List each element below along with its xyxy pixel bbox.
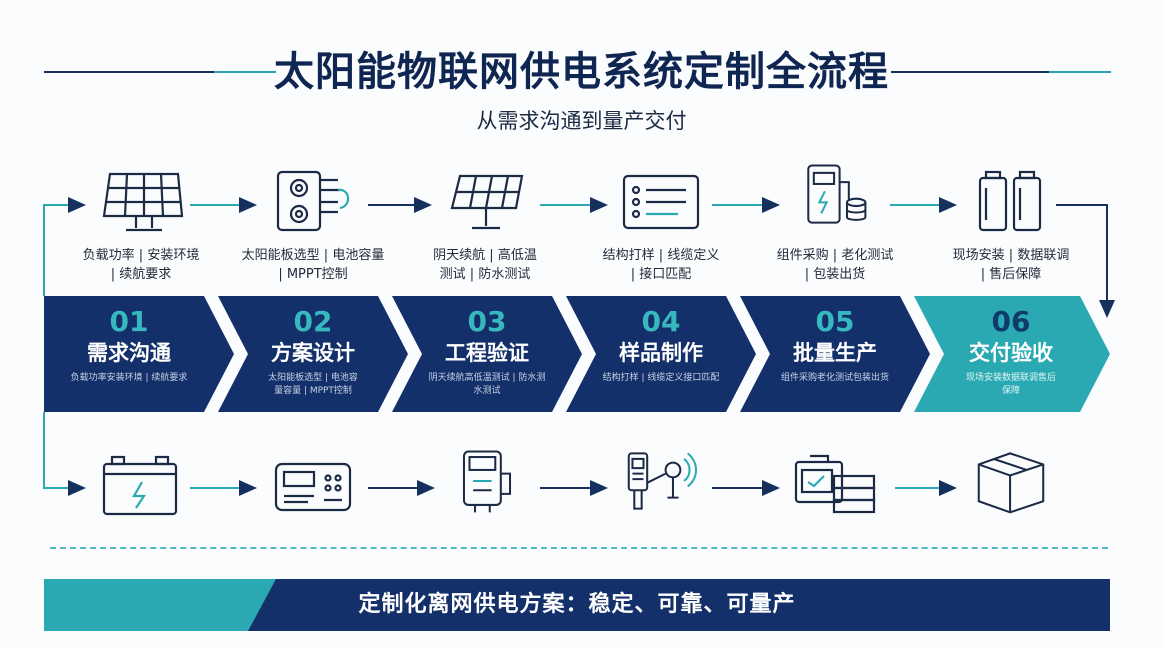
- stage-name: 需求沟通: [87, 341, 171, 365]
- power-meter-icon: [442, 446, 532, 516]
- stage-number: 02: [293, 305, 333, 338]
- solar-array-icon: [442, 168, 532, 238]
- stage-number: 06: [991, 305, 1031, 338]
- stage-name: 方案设计: [271, 341, 355, 365]
- stage-band: 01 需求沟通 负载功率安装环境 | 续航要求 02 方案设计 太阳能板选型 |…: [44, 296, 1114, 412]
- title-row: 太阳能物联网供电系统定制全流程: [0, 44, 1163, 100]
- desc-step-06: 现场安装 | 数据联调 | 售后保障: [952, 248, 1070, 282]
- production-boxes-icon: [790, 452, 880, 522]
- stage-detail: 结构打样 | 线缆定义接口匹配: [602, 373, 720, 383]
- temperature-tester-icon: [616, 446, 706, 516]
- charge-controller-icon: [268, 452, 358, 522]
- solar-panel-icon: [96, 168, 186, 238]
- page-title: 太阳能物联网供电系统定制全流程: [274, 49, 889, 95]
- page-subtitle: 从需求沟通到量产交付: [476, 109, 687, 133]
- stage-name: 工程验证: [445, 341, 529, 365]
- stage-03: 03 工程验证 阴天续航高低温测试 | 防水测 水测试: [392, 296, 582, 412]
- stage-02: 02 方案设计 太阳能板选型 | 电池容 量容量 | MPPT控制: [218, 296, 408, 412]
- shipping-box-icon: [966, 446, 1056, 516]
- stage-detail: 阴天续航高低温测试 | 防水测 水测试: [428, 373, 546, 396]
- stage-04: 04 样品制作 结构打样 | 线缆定义接口匹配: [566, 296, 756, 412]
- stage-number: 04: [641, 305, 681, 338]
- battery-inverter-icon: [268, 166, 358, 236]
- stage-name: 批量生产: [793, 341, 877, 365]
- summary-text: 定制化离网供电方案：稳定、可靠、可量产: [358, 592, 796, 617]
- battery-storage-icon: [790, 160, 880, 230]
- title-rule-right: [891, 71, 1111, 73]
- desc-step-03: 阴天续航 | 高低温 测试 | 防水测试: [433, 248, 537, 282]
- desc-step-02: 太阳能板选型 | 电池容量 | MPPT控制: [241, 248, 385, 282]
- stage-number: 03: [467, 305, 507, 338]
- stage-number: 01: [109, 305, 149, 338]
- battery-cells-icon: [966, 166, 1056, 236]
- stage-06: 06 交付验收 现场安装数据联调售后 保障: [914, 296, 1110, 412]
- desc-step-05: 组件采购 | 老化测试 | 包装出货: [776, 248, 894, 282]
- stage-detail: 组件采购老化测试包装出货: [780, 373, 889, 383]
- title-rule-left: [44, 71, 276, 73]
- stage-detail: 现场安装数据联调售后 保障: [965, 373, 1056, 396]
- section-divider: [50, 547, 1108, 549]
- stage-number: 05: [815, 305, 855, 338]
- stage-name: 交付验收: [969, 341, 1053, 365]
- stage-01: 01 需求沟通 负载功率安装环境 | 续航要求: [44, 296, 234, 412]
- desc-step-04: 结构打样 | 线缆定义 | 接口匹配: [602, 248, 720, 282]
- desc-step-01: 负载功率 | 安装环境 | 续航要求: [82, 248, 200, 282]
- car-battery-icon: [96, 452, 186, 522]
- stage-detail: 太阳能板选型 | 电池容 量容量 | MPPT控制: [268, 373, 358, 396]
- control-panel-icon: [616, 170, 706, 240]
- stage-detail: 负载功率安装环境 | 续航要求: [70, 373, 188, 383]
- stage-05: 05 批量生产 组件采购老化测试包装出货: [740, 296, 930, 412]
- stage-name: 样品制作: [619, 341, 703, 365]
- summary-banner: 定制化离网供电方案：稳定、可靠、可量产: [44, 579, 1110, 631]
